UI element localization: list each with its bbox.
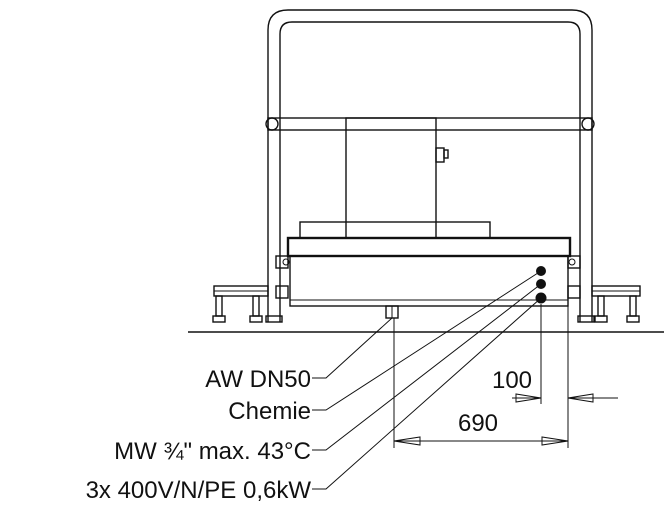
- right-step: [591, 285, 641, 323]
- dimension-690: 690: [458, 410, 498, 437]
- label-aw-dn50: AW DN50: [205, 366, 311, 393]
- frame-feet: [265, 315, 595, 323]
- dimension-lines: [393, 304, 618, 448]
- left-step: [212, 285, 269, 323]
- frame-clamps: [275, 255, 581, 299]
- label-chemie: Chemie: [228, 398, 311, 425]
- center-column: [299, 117, 491, 239]
- label-mw: MW ¾" max. 43°C: [114, 438, 311, 465]
- dimension-100: 100: [492, 367, 532, 394]
- label-power: 3x 400V/N/PE 0,6kW: [86, 477, 312, 504]
- machine-body: [286, 236, 572, 319]
- handle-frame: [265, 9, 595, 322]
- leader-lines: [312, 270, 542, 490]
